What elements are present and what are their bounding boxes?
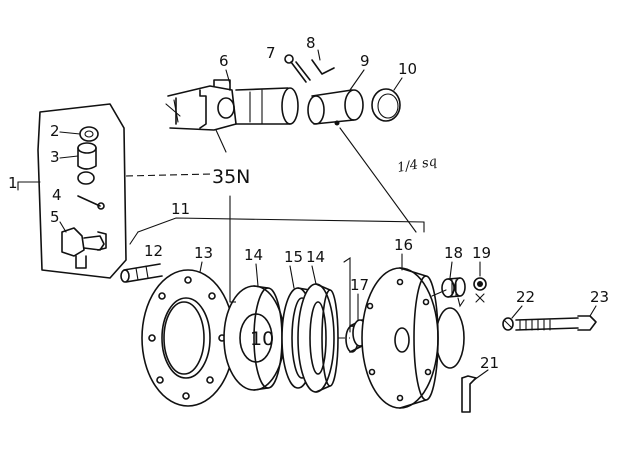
disc-center-label: 10: [250, 328, 274, 350]
part-label-11: 11: [171, 200, 190, 218]
part-14-second-disc: 14: [297, 248, 339, 393]
parts-18-19: 18 19: [431, 244, 491, 308]
part-label-8: 8: [306, 34, 316, 52]
part-label-21: 21: [480, 354, 499, 372]
part-label-3: 3: [50, 148, 60, 166]
part-label-23: 23: [590, 288, 609, 306]
part-label-15: 15: [284, 248, 303, 266]
part-label-5: 5: [50, 208, 60, 226]
parts-22-23: 22 23: [502, 288, 609, 331]
part-14-disc: 10 14: [223, 246, 285, 391]
part-label-14a: 14: [244, 246, 263, 264]
part-16-hub-flange: 16: [361, 236, 465, 409]
part-label-10: 10: [398, 60, 417, 78]
part-label-22: 22: [516, 288, 535, 306]
part-label-12: 12: [144, 242, 163, 260]
part-label-14b: 14: [306, 248, 325, 266]
part-label-19: 19: [472, 244, 491, 262]
part-label-6: 6: [219, 52, 229, 70]
part-label-2: 2: [50, 122, 60, 140]
part-label-18: 18: [444, 244, 463, 262]
part-label-1: 1: [8, 174, 18, 192]
upper-shaft-group: 6 7 8 9 10: [165, 34, 417, 131]
part-label-16: 16: [394, 236, 413, 254]
part-label-17: 17: [350, 276, 369, 294]
part-label-9: 9: [360, 52, 370, 70]
size-annotation: 1/4 sq: [396, 154, 438, 176]
part-label-4: 4: [52, 186, 62, 204]
left-parts-group: 1 2 3 4 5: [8, 103, 127, 279]
part-13-flange: 13: [141, 244, 235, 407]
part-label-13: 13: [194, 244, 213, 262]
part-21-key: 21: [461, 354, 499, 413]
part-label-7: 7: [266, 44, 276, 62]
assembly-code-label: 35N: [212, 166, 250, 188]
part-12-bolt: 12: [120, 242, 163, 283]
